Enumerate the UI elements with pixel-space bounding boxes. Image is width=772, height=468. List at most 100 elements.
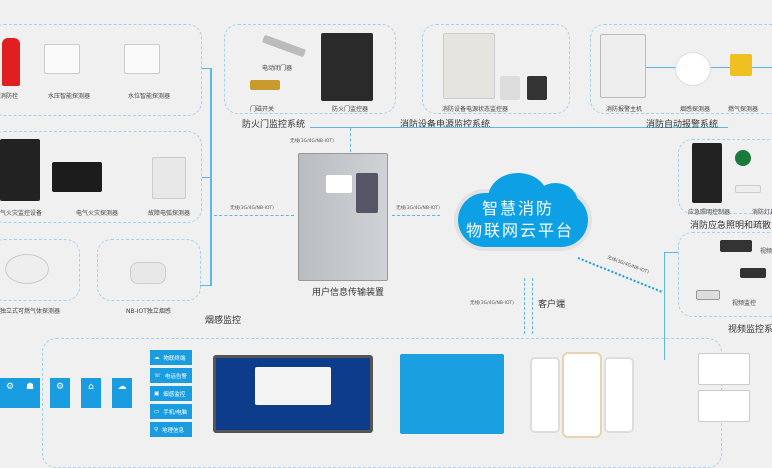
wireless-label: 无线(3G/4G/NB-IOT) <box>470 301 514 306</box>
smoke-detector-image <box>130 262 166 284</box>
fire-door-title: 防火门监控系统 <box>242 120 306 130</box>
function-tile[interactable]: ☗ <box>20 378 40 408</box>
wireless-label: 无线(3G/4G/NB-IOT) <box>396 206 440 211</box>
emergency-lighting-group <box>678 139 772 214</box>
wireless-arrow <box>214 215 294 216</box>
function-button[interactable]: ▣烟感监控 <box>150 386 192 401</box>
item-label: 水位智能探测器 <box>128 93 171 100</box>
emergency-controller-image <box>692 143 722 203</box>
smoke-monitor-title: 烟感监控 <box>205 316 242 326</box>
cloud-title-line1: 智慧消防 <box>482 199 555 218</box>
qr-code-image <box>698 353 750 385</box>
connector-line <box>202 68 212 69</box>
emergency-title: 消防应急照明和疏散 <box>690 221 772 231</box>
item-label: 气火灾监控设备 <box>0 210 43 217</box>
electrical-fire-group <box>0 131 202 223</box>
item-label: 烟感探测器 <box>680 106 711 113</box>
item-label: 水压智能探测器 <box>48 93 91 100</box>
connector-line <box>664 252 678 253</box>
mobile-app-image <box>604 357 634 433</box>
power-title: 消防设备电源监控系统 <box>400 120 491 130</box>
wireless-label: 无线(3G/4G/NB-IOT) <box>290 139 334 144</box>
electrical-monitor-image <box>0 139 40 201</box>
fire-door-monitor-image <box>321 33 373 101</box>
mobile-app-image <box>530 357 560 433</box>
smoke-icon: ▣ <box>154 390 160 397</box>
power-module-image <box>527 76 547 100</box>
power-monitor-group <box>422 24 570 114</box>
transmitter-keypad <box>356 173 378 213</box>
wireless-arrow <box>350 128 351 152</box>
item-label: 视频 <box>760 248 772 255</box>
alarm-host-image <box>600 34 646 98</box>
connector-line <box>664 252 665 360</box>
connector-line <box>310 127 728 128</box>
item-label: 视频监控 <box>732 300 757 307</box>
function-tile[interactable]: ☁ <box>112 378 132 408</box>
function-tile[interactable]: ⚙ <box>50 378 70 408</box>
item-label: 消防灯具 <box>752 209 772 216</box>
item-label: 电气火灾探测器 <box>76 210 119 217</box>
lamp-image <box>735 185 761 193</box>
cloud-platform: 智慧消防 物联网云平台 <box>448 165 598 253</box>
qr-code-image <box>698 390 750 422</box>
item-label: 应急照明控制器 <box>688 209 731 216</box>
item-label: 燃气探测器 <box>728 106 759 113</box>
exit-sign-image <box>735 150 751 166</box>
hydrant-image <box>2 38 20 86</box>
function-tile[interactable]: ⌂ <box>81 378 101 408</box>
wireless-label: 无线(3G/4G/NB-IOT) <box>230 206 274 211</box>
smoke-sensor-image <box>675 52 711 86</box>
power-monitor-image <box>443 33 495 99</box>
power-module-image <box>500 76 520 100</box>
client-arrow <box>532 278 533 334</box>
door-magnet-image <box>250 80 280 90</box>
fire-alarm-title: 消防自动报警系统 <box>646 120 719 130</box>
cloud-title-line2: 物联网云平台 <box>466 221 575 240</box>
arc-detector-image <box>152 157 186 199</box>
function-tile[interactable]: ⚙ <box>0 378 20 408</box>
gas-sensor-image <box>730 54 752 76</box>
client-arrow <box>524 278 525 334</box>
item-label: 消防设备电源状态监控器 <box>442 106 509 113</box>
item-label: 故障电弧探测器 <box>148 210 191 217</box>
function-button[interactable]: ☏电话告警 <box>150 368 192 383</box>
smoke-detector-group <box>97 239 201 301</box>
item-label: 消防栓 <box>0 93 19 100</box>
fire-alarm-group <box>590 24 772 114</box>
client-label: 客户端 <box>538 300 566 310</box>
connector-line <box>200 285 212 286</box>
phone-icon: ☏ <box>154 372 161 379</box>
gas-detector-image <box>5 254 49 284</box>
function-button[interactable]: ⚲地理信息 <box>150 422 192 437</box>
switch-image <box>740 268 766 278</box>
connector-line <box>202 177 212 178</box>
cloud-icon: ☁ <box>154 354 160 361</box>
location-icon: ⚲ <box>154 426 159 433</box>
function-button[interactable]: ▭手机/电脑 <box>150 404 192 419</box>
water-monitor-group <box>0 24 202 116</box>
mobile-app-image <box>562 352 602 438</box>
wireless-arrow <box>392 215 440 216</box>
item-label: 门磁开关 <box>250 106 275 113</box>
water-pressure-detector-image <box>44 44 80 74</box>
video-title: 视频监控系统 <box>728 325 772 335</box>
transmitter-title: 用户信息传输装置 <box>312 288 385 298</box>
video-recorder-image <box>720 240 752 252</box>
item-label: 独立式可燃气体探测器 <box>0 308 61 315</box>
video-monitor-group <box>678 232 772 317</box>
item-label: NB-IOT独立烟感 <box>126 308 171 315</box>
camera-image <box>696 290 720 300</box>
transmitter-screen <box>326 175 352 193</box>
fire-door-group <box>224 24 396 114</box>
gas-detector-group <box>0 239 80 301</box>
computer-icon: ▭ <box>154 408 160 415</box>
item-label: 防火门监控器 <box>332 106 369 113</box>
water-level-detector-image <box>124 44 160 74</box>
item-label: 消防报警主机 <box>606 106 643 113</box>
item-label: 电动闭门器 <box>262 65 293 72</box>
function-button[interactable]: ☁物联终端 <box>150 350 192 365</box>
electrical-detector-image <box>52 162 102 192</box>
big-data-image <box>400 354 504 434</box>
dashboard-map <box>255 367 331 405</box>
